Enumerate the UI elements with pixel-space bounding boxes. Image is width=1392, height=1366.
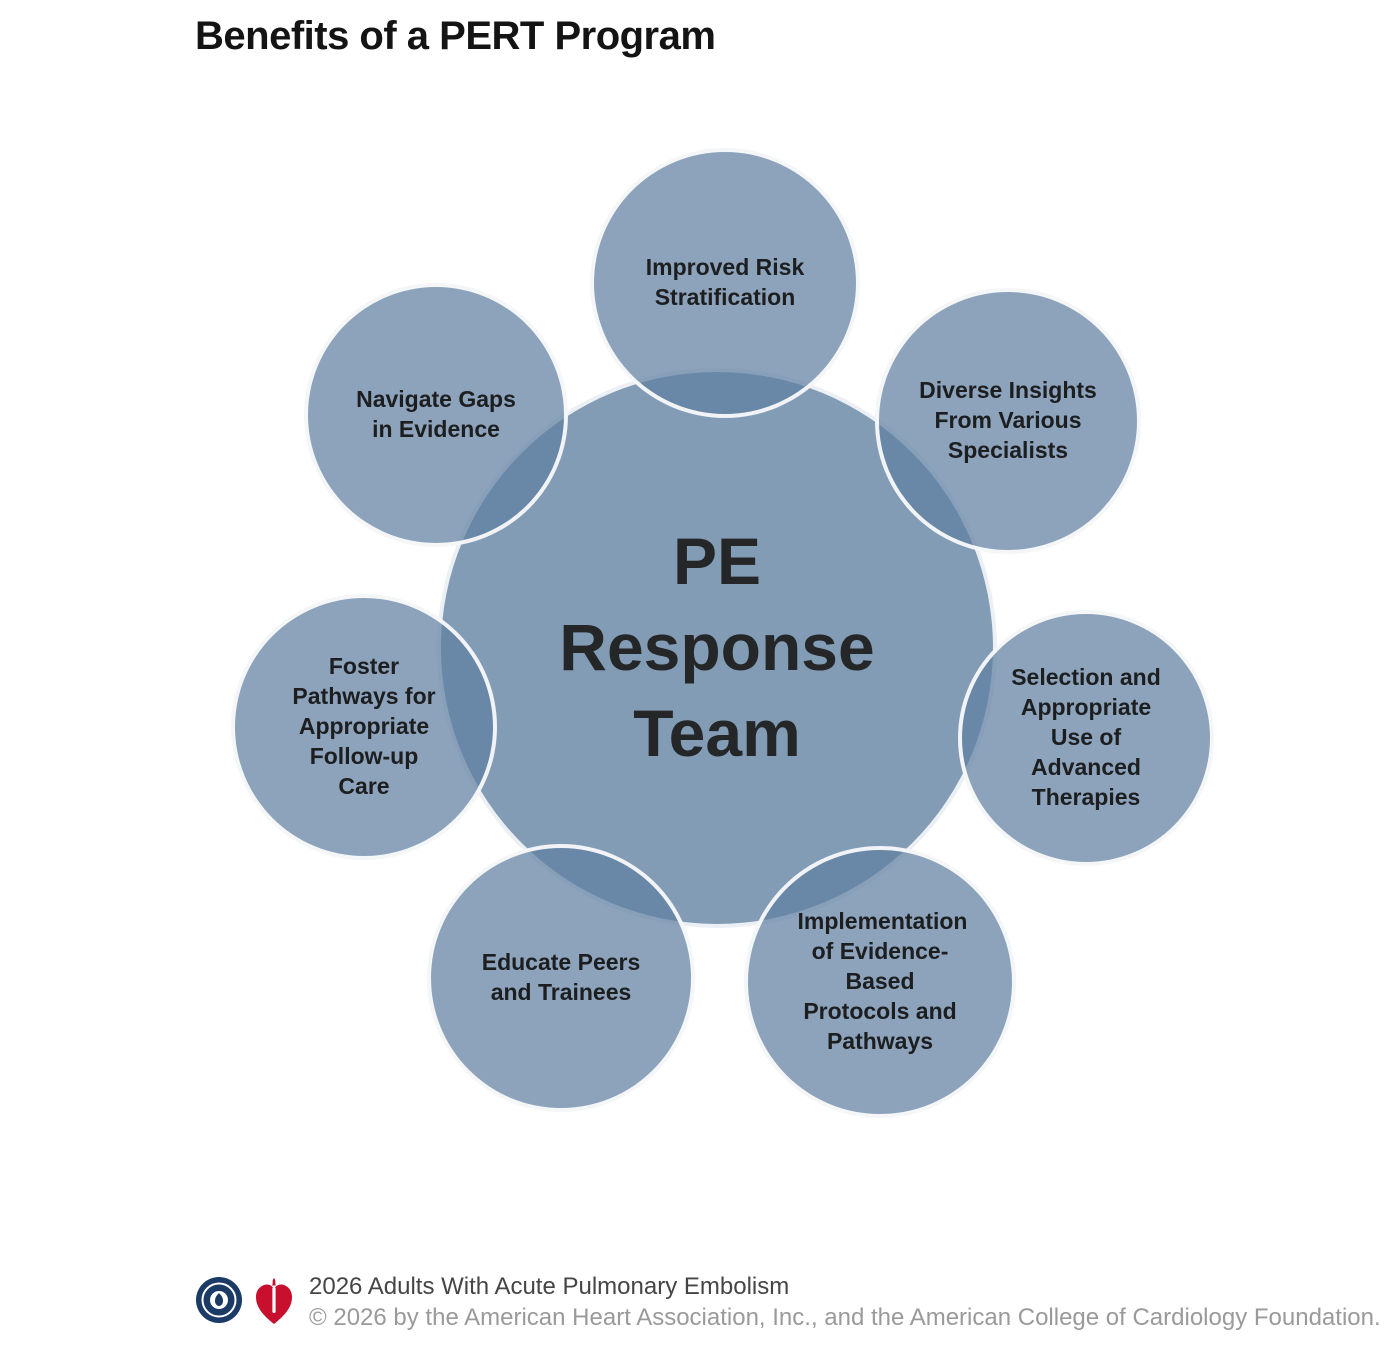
satellite-improved-risk-stratification: Improved Risk Stratification [590, 148, 860, 418]
center-circle-label: PE Response Team [559, 524, 875, 770]
satellite-label: Implementation of Evidence-Based Protoco… [797, 908, 968, 1054]
satellite-evidence-based-protocols: Implementation of Evidence-Based Protoco… [744, 846, 1016, 1118]
satellite-follow-up-care: Foster Pathways for Appropriate Follow-u… [231, 594, 497, 860]
satellite-diverse-insights: Diverse Insights From Various Specialist… [875, 288, 1141, 554]
footer-logos [195, 1272, 295, 1333]
satellite-label: Navigate Gaps in Evidence [356, 386, 516, 442]
satellite-educate-peers: Educate Peers and Trainees [427, 844, 695, 1112]
satellite-label: Educate Peers and Trainees [481, 949, 641, 1005]
satellite-advanced-therapies: Selection and Appropriate Use of Advance… [958, 610, 1214, 866]
acc-logo-icon [195, 1276, 243, 1329]
satellite-label: Selection and Appropriate Use of Advance… [1011, 664, 1161, 810]
footer: 2026 Adults With Acute Pulmonary Embolis… [195, 1272, 1381, 1333]
satellite-label: Improved Risk Stratification [645, 254, 805, 310]
footer-copyright: © 2026 by the American Heart Association… [309, 1304, 1381, 1331]
satellite-label: Diverse Insights From Various Specialist… [919, 377, 1097, 463]
satellite-label: Foster Pathways for Appropriate Follow-u… [292, 653, 436, 799]
aha-heart-torch-icon [253, 1272, 295, 1333]
footer-program-title: 2026 Adults With Acute Pulmonary Embolis… [309, 1273, 790, 1300]
page-title: Benefits of a PERT Program [195, 14, 716, 58]
footer-text: 2026 Adults With Acute Pulmonary Embolis… [309, 1273, 1381, 1332]
satellite-navigate-gaps: Navigate Gaps in Evidence [304, 283, 568, 547]
